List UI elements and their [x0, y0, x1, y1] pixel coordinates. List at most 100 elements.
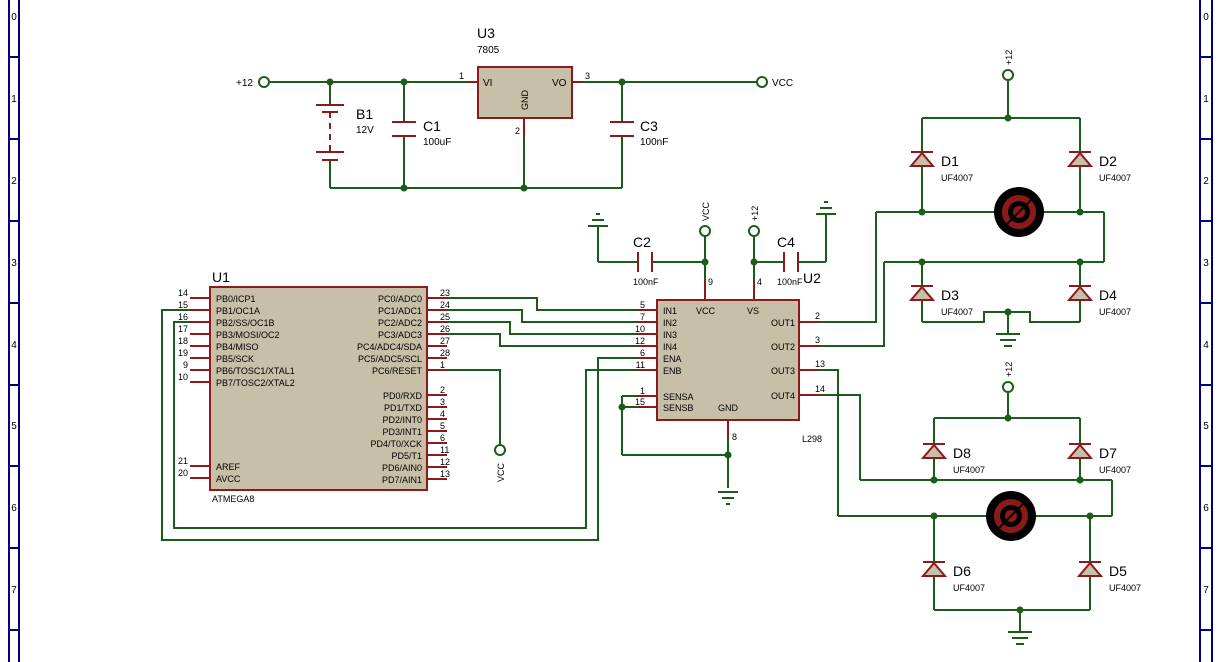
- u2-pin-number: 2: [815, 311, 820, 321]
- u2-pin-name: SENSA: [663, 392, 694, 402]
- diode-ref: D3: [941, 287, 959, 303]
- vcc-terminal-reset: [494, 444, 506, 456]
- frame-row-label-left: 7: [11, 585, 17, 596]
- u1-pin-number: 6: [440, 433, 445, 443]
- u1-pin-name: PC5/ADC5/SCL: [358, 354, 422, 364]
- u1-pin-name: AREF: [216, 462, 241, 472]
- c3-ref: C3: [640, 118, 658, 134]
- u1-pin-name: PC0/ADC0: [378, 294, 422, 304]
- diode-part: UF4007: [941, 307, 973, 317]
- u1-pin-name: PD2/INT0: [382, 415, 422, 425]
- u2-pin-name: OUT3: [771, 366, 795, 376]
- frame-row-label-left: 6: [11, 503, 17, 514]
- u1-pin-number: 24: [440, 300, 450, 310]
- motor-1: [994, 187, 1044, 237]
- u2-pin-number: 7: [640, 312, 645, 322]
- u2-pin-name: IN2: [663, 318, 677, 328]
- control-wires: VCC: [161, 297, 637, 541]
- u1-pin-number: 12: [440, 457, 450, 467]
- diode-part: UF4007: [953, 465, 985, 475]
- u1-ref: U1: [212, 269, 230, 285]
- u1-pin-name: PC4/ADC4/SDA: [357, 342, 422, 352]
- u3-pin2: 2: [515, 126, 520, 136]
- u1-pin-name: PB4/MISO: [216, 342, 259, 352]
- diode-body: [1066, 151, 1094, 167]
- u1-pin-name: PD5/T1: [391, 451, 422, 461]
- u1-pin-name: PD3/INT1: [382, 427, 422, 437]
- diode-ref: D4: [1099, 287, 1117, 303]
- u1-pin-number: 19: [178, 348, 188, 358]
- u1-pin-number: 3: [440, 397, 445, 407]
- u3-pin1: 1: [459, 71, 464, 81]
- u3-pin-vo: VO: [552, 78, 567, 89]
- c2-value: 100nF: [633, 277, 659, 287]
- frame-row-label-right: 2: [1203, 176, 1209, 187]
- frame-row-label-right: 7: [1203, 585, 1209, 596]
- diode-ref: D8: [953, 445, 971, 461]
- u1-pin-number: 21: [178, 456, 188, 466]
- u1-pin-number: 18: [178, 336, 188, 346]
- u2-pin-number: 5: [640, 300, 645, 310]
- ground-symbol-u2: [718, 491, 738, 505]
- b1-value: 12V: [356, 125, 374, 136]
- motor2-bridge: +12: [838, 362, 1113, 645]
- u2-ref: U2: [803, 270, 821, 286]
- u2-pin-number: 11: [636, 360, 645, 370]
- diode-part: UF4007: [1099, 307, 1131, 317]
- u1-pin-number: 13: [440, 469, 450, 479]
- frame-row-label-left: 3: [11, 258, 17, 269]
- u2-pin-name: SENSB: [663, 403, 694, 413]
- u1-pin-name: PB0/ICP1: [216, 294, 256, 304]
- motor-2: [986, 491, 1036, 541]
- diode-ref: D1: [941, 153, 959, 169]
- u1-pin-number: 27: [440, 336, 450, 346]
- u2-pin-number: 14: [815, 384, 825, 394]
- ground-symbol-m2: [1008, 631, 1032, 645]
- driver-u2: U2 L298 VCC VS 9 4 GND 8 5IN17IN210IN312…: [635, 270, 825, 444]
- u2-supply: C2 100nF VCC C4 100nF +12: [588, 201, 836, 505]
- frame-row-label-left: 5: [11, 421, 17, 432]
- u2-pin-name: OUT4: [771, 391, 795, 401]
- c2-ref: C2: [633, 234, 651, 250]
- u1-pin-name: PB2/SS/OC1B: [216, 318, 275, 328]
- p12-terminal-psu: [258, 76, 270, 88]
- u2-pin-number: 6: [640, 348, 645, 358]
- regulator-u3: U3 7805 VI VO GND 1 3 2: [459, 25, 590, 138]
- p12-label-psu: +12: [236, 78, 253, 89]
- c1-ref: C1: [423, 118, 441, 134]
- diode-body: [920, 561, 948, 577]
- u1-pin-name: AVCC: [216, 474, 241, 484]
- u2-pin-vcc-num: 9: [708, 277, 713, 287]
- c4-ref: C4: [777, 234, 795, 250]
- u2-pin-vs-name: VS: [747, 306, 759, 316]
- vcc-label-reset: VCC: [496, 462, 506, 482]
- u1-pin-number: 1: [440, 360, 445, 370]
- diode-part: UF4007: [1109, 583, 1141, 593]
- u2-pin-name: IN1: [663, 306, 677, 316]
- u3-pin3: 3: [585, 71, 590, 81]
- u1-pin-number: 16: [178, 312, 188, 322]
- u2-pin-number: 3: [815, 335, 820, 345]
- u1-pin-name: PD4/T0/XCK: [370, 439, 422, 449]
- u1-pin-number: 25: [440, 312, 450, 322]
- p12-terminal-u2: [748, 225, 760, 237]
- u1-pin-number: 17: [178, 324, 188, 334]
- p12-label-m2: +12: [1004, 362, 1014, 377]
- diode-body: [908, 285, 936, 301]
- output-wires: [819, 212, 885, 516]
- u2-pin-name: OUT2: [771, 342, 795, 352]
- u2-pin-vcc-name: VCC: [696, 306, 716, 316]
- u3-ref: U3: [477, 25, 495, 41]
- c4-value: 100nF: [777, 277, 803, 287]
- u1-pin-name: PB1/OC1A: [216, 306, 260, 316]
- u2-pin-number: 1: [640, 386, 645, 396]
- u1-pin-number: 2: [440, 385, 445, 395]
- u2-pin-name: IN3: [663, 330, 677, 340]
- u2-part: L298: [802, 434, 822, 444]
- ground-symbol-c4: [816, 201, 836, 215]
